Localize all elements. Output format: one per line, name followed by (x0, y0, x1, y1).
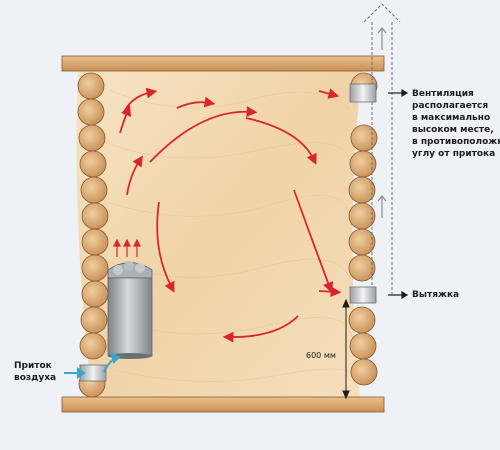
upper-vent-icon (349, 83, 377, 103)
ventilation-note-line: высоком месте, (412, 125, 494, 135)
wood-grain (99, 89, 356, 383)
height-dimension (342, 298, 350, 400)
ventilation-note: Вентиляция располагается в максимально в… (412, 88, 500, 160)
ventilation-note-line: располагается (412, 101, 489, 111)
height-label: 600 мм (306, 351, 336, 360)
ventilation-note-line: углу от притока (412, 149, 496, 159)
ventilation-note-line: в противоположном (412, 137, 500, 147)
intake-label-line: воздуха (14, 373, 57, 383)
lower-vent-icon (349, 286, 377, 304)
exhaust-label: Вытяжка (412, 290, 460, 300)
label-pointers (388, 88, 409, 300)
duct-flow-arrows (377, 27, 387, 218)
ventilation-note-line: Вентиляция (412, 89, 474, 99)
intake-label: Приток воздуха (14, 360, 56, 384)
intake-arrows (64, 352, 121, 379)
ventilation-note-line: в максимально (412, 113, 491, 123)
intake-label-line: Приток (14, 361, 52, 371)
exhaust-duct (363, 3, 401, 296)
ceiling-beam (61, 55, 385, 72)
heat-arrows (113, 238, 141, 257)
left-log-wall (77, 72, 109, 398)
sauna-heater-icon (107, 261, 153, 359)
floor-beam (61, 396, 385, 413)
airflow-arrows (119, 87, 342, 343)
